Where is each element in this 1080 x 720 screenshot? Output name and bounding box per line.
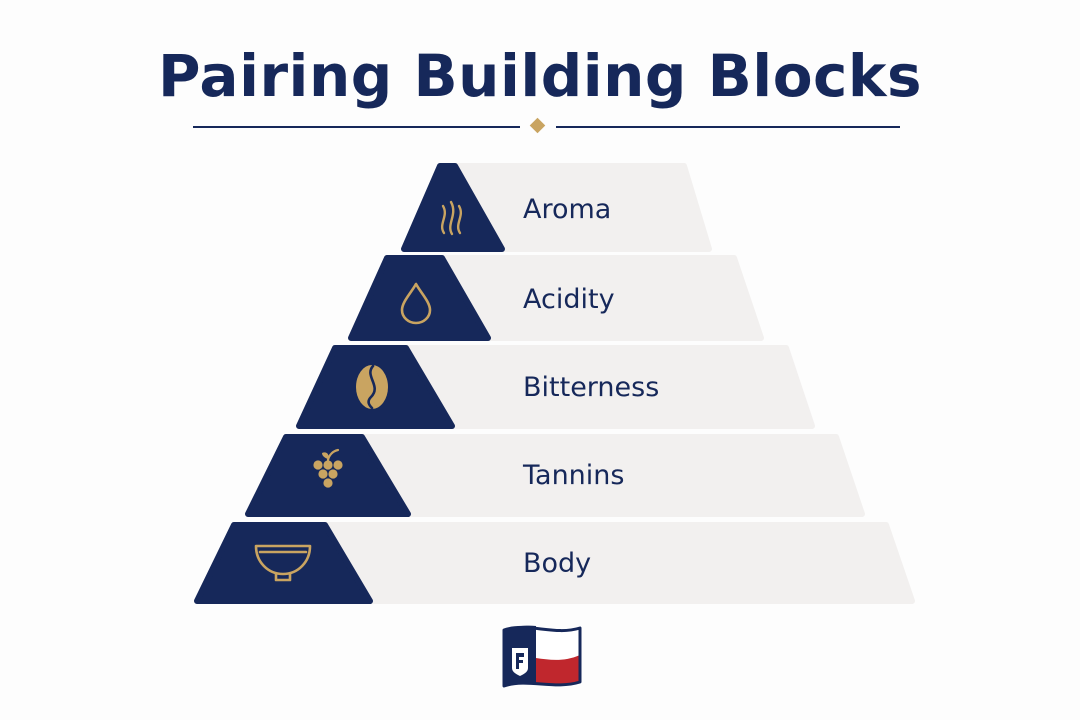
tier-label-acidity: Acidity (523, 284, 615, 315)
tier-bitterness (296, 345, 815, 429)
tier-acidity (348, 255, 764, 341)
tier-tannins (245, 434, 865, 517)
tier-acidity-navy-block (348, 255, 491, 341)
tier-label-bitterness: Bitterness (523, 372, 660, 403)
tier-tannins-navy-block (245, 434, 411, 517)
texas-flag-icon (502, 625, 582, 688)
title-divider-left (193, 126, 520, 128)
tier-aroma (401, 163, 712, 252)
coffee-bean-icon (356, 364, 388, 410)
tier-body (194, 522, 915, 604)
steam-icon (440, 200, 463, 236)
droplet-icon (400, 282, 432, 325)
page-title: Pairing Building Blocks (157, 42, 923, 110)
tier-label-tannins: Tannins (523, 460, 625, 491)
bowl-icon (254, 544, 312, 582)
tier-label-body: Body (523, 548, 592, 579)
title-divider-right (556, 126, 900, 128)
tier-label-aroma: Aroma (523, 194, 612, 225)
grapes-icon (313, 448, 343, 488)
tier-body-navy-block (194, 522, 373, 604)
